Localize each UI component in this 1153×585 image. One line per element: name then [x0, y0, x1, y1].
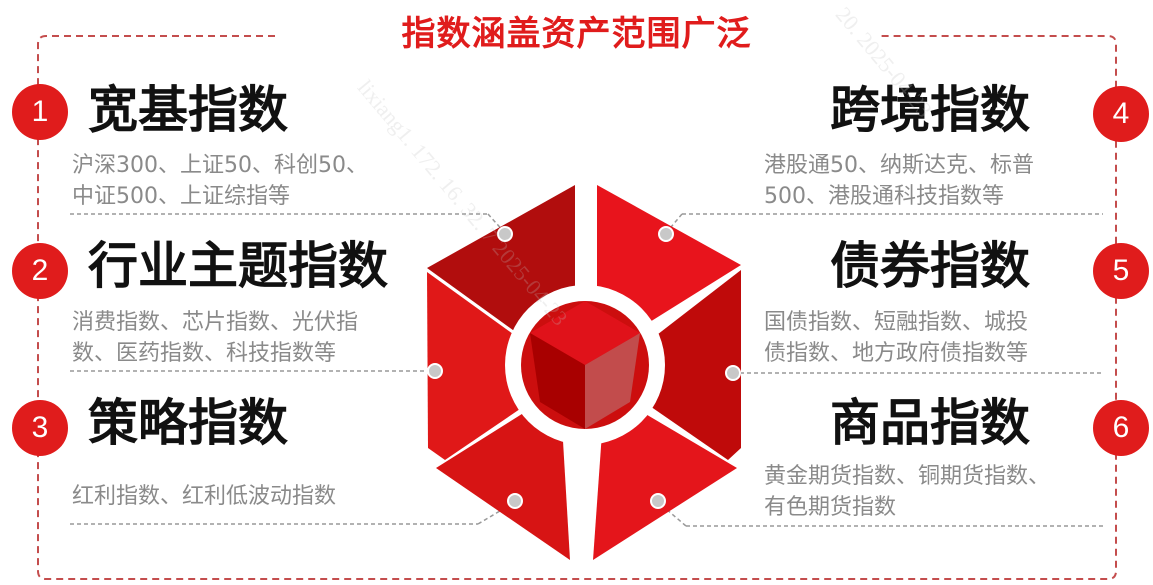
category-number-badge: 4 — [1093, 86, 1149, 142]
category-heading: 商品指数 — [830, 394, 1030, 452]
hex-core-left — [530, 333, 585, 429]
hex-segment-right — [605, 270, 741, 460]
category-description: 港股通50、纳斯达克、标普 500、港股通科技指数等 — [764, 150, 1034, 212]
category-heading: 策略指数 — [88, 394, 288, 452]
category-description: 沪深300、上证50、科创50、 中证500、上证综指等 — [72, 150, 368, 212]
dot-2 — [427, 363, 443, 379]
hex-segment-left — [427, 272, 570, 460]
category-number-badge: 6 — [1093, 400, 1149, 456]
frame-border — [37, 35, 1117, 580]
dot-4 — [658, 226, 674, 242]
category-description: 消费指数、芯片指数、光伏指 数、医药指数、科技指数等 — [72, 307, 358, 369]
hex-core-right — [585, 333, 640, 429]
dot-6 — [650, 493, 666, 509]
description-line: 黄金期货指数、铜期货指数、 — [764, 464, 1051, 489]
category-description: 黄金期货指数、铜期货指数、 有色期货指数 — [764, 461, 1050, 523]
dot-3 — [507, 493, 523, 509]
category-description: 国债指数、短融指数、城投 债指数、地方政府债指数等 — [764, 307, 1028, 369]
description-line: 国债指数、短融指数、城投 — [764, 310, 1029, 335]
description-line: 中证500、上证综指等 — [72, 184, 290, 209]
category-description: 红利指数、红利低波动指数 — [72, 481, 336, 512]
hexagon-graphic — [427, 185, 741, 560]
description-line: 有色期货指数 — [764, 495, 897, 520]
category-number-badge: 3 — [12, 400, 68, 456]
description-line: 500、港股通科技指数等 — [764, 184, 1004, 209]
category-number-badge: 5 — [1093, 243, 1149, 299]
category-heading: 宽基指数 — [88, 81, 288, 139]
description-line: 红利指数、红利低波动指数 — [72, 484, 337, 509]
description-line: 港股通50、纳斯达克、标普 — [764, 153, 1034, 178]
category-number-badge: 1 — [12, 84, 68, 140]
category-heading: 债券指数 — [830, 237, 1030, 295]
category-heading: 跨境指数 — [830, 81, 1030, 139]
description-line: 数、医药指数、科技指数等 — [72, 341, 337, 366]
description-line: 消费指数、芯片指数、光伏指 — [72, 310, 359, 335]
hex-segment-bottom-right — [593, 390, 737, 560]
dot-1 — [497, 226, 513, 242]
dot-5 — [725, 365, 741, 381]
category-heading: 行业主题指数 — [88, 237, 388, 295]
page-title: 指数涵盖资产范围广泛 — [401, 14, 752, 54]
category-number-badge: 2 — [12, 243, 68, 299]
description-line: 债指数、地方政府债指数等 — [764, 341, 1029, 366]
hex-segment-bottom-left — [436, 390, 570, 560]
description-line: 沪深300、上证50、科创50、 — [72, 153, 368, 178]
